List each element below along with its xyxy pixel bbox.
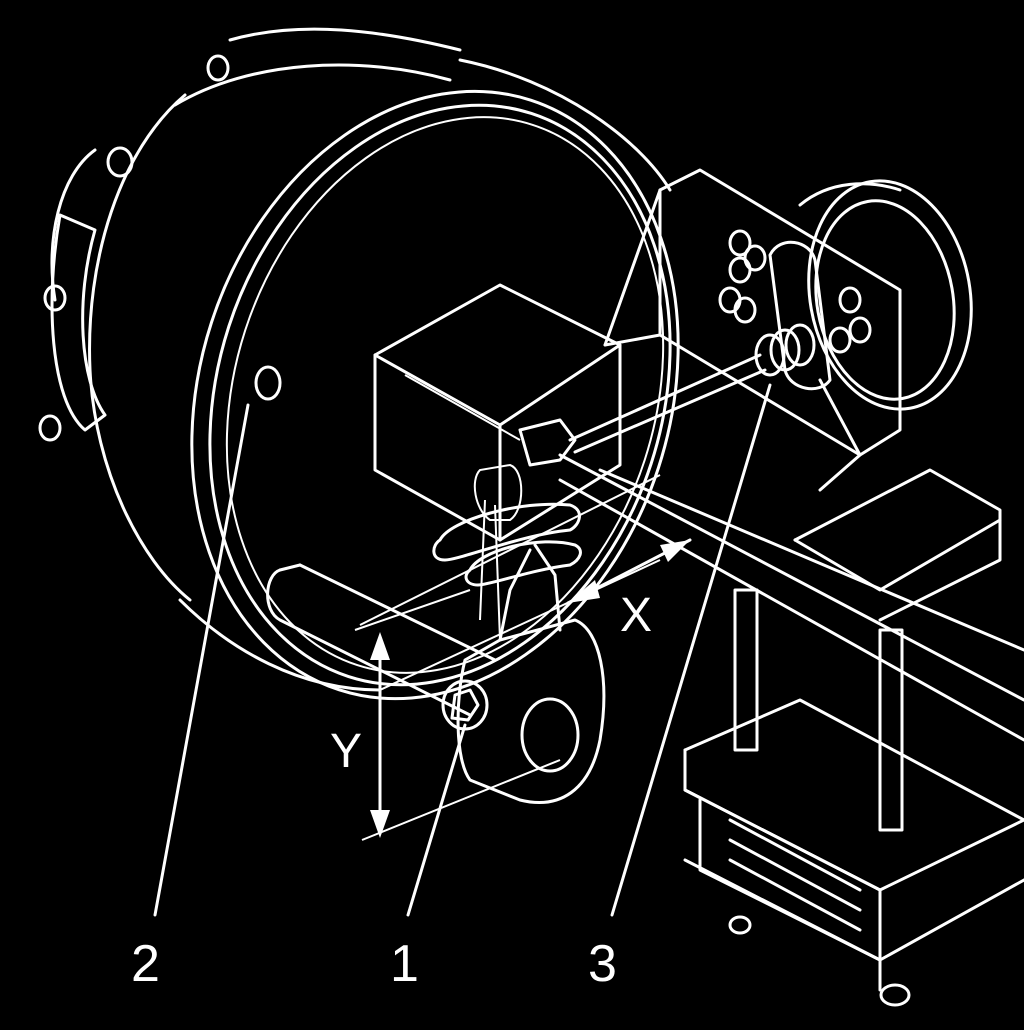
- leader-line-3: [610, 383, 772, 917]
- brake-chamber: [88, 27, 680, 701]
- dimension-y: [354, 589, 561, 841]
- leader-lines: [153, 383, 772, 917]
- dimension-x-label: X: [620, 589, 653, 642]
- rear-hub: [38, 54, 230, 442]
- mounting-bracket: [603, 168, 902, 492]
- callout-2: 2: [131, 935, 160, 993]
- leader-line-1: [406, 723, 467, 917]
- axle-beam: [558, 453, 1024, 1007]
- push-rod: [568, 323, 816, 454]
- right-hub: [798, 179, 973, 411]
- chamber-box: [373, 283, 622, 542]
- callout-3: 3: [588, 935, 617, 993]
- callout-1: 1: [390, 935, 419, 993]
- axle-tube: [266, 563, 497, 717]
- leader-line-2: [153, 403, 250, 917]
- dimension-y-label: Y: [330, 725, 363, 778]
- dimension-x: [359, 474, 692, 691]
